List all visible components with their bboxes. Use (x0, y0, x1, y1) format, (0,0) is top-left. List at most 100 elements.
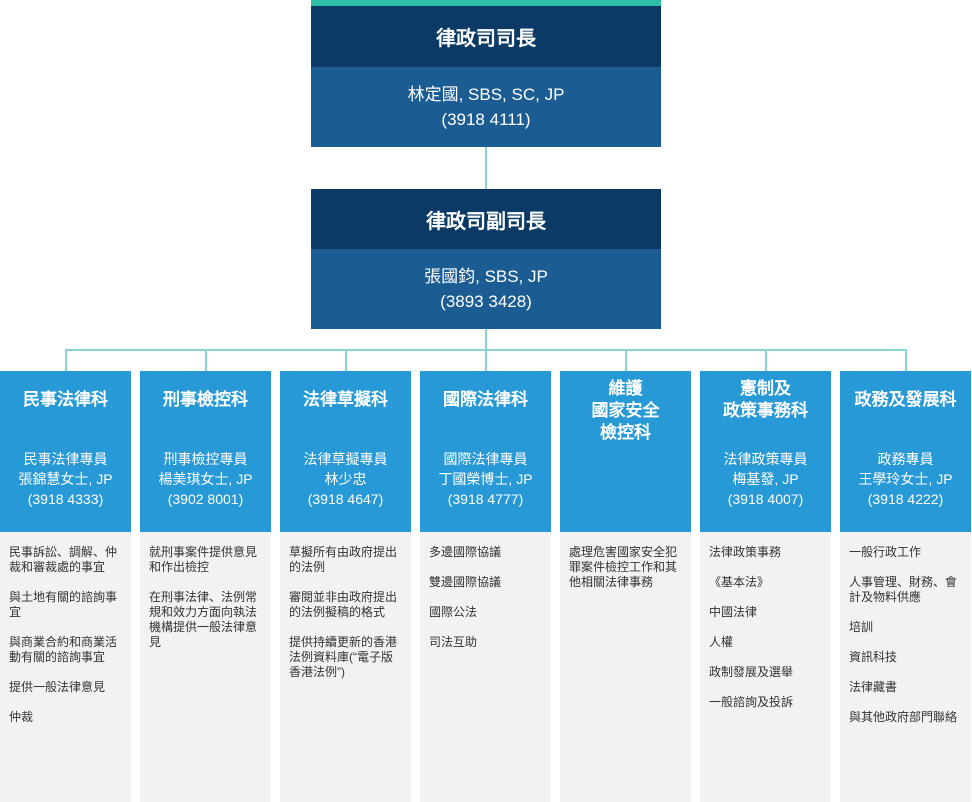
secretary-title: 律政司司長 (311, 6, 661, 67)
division-prosecutions: 刑事檢控科 刑事檢控專員 楊美琪女士, JP (3902 8001) 就刑事案件… (140, 371, 271, 802)
duty-item: 與其他政府部門聯絡 (849, 710, 958, 724)
duty-item: 民事訴訟、調解、仲裁和審裁處的事宜 (9, 545, 118, 574)
deputy-secretary-name: 張國鈞, SBS, JP (424, 267, 548, 286)
connector-line (345, 350, 347, 371)
duty-item: 提供持續更新的香港法例資料庫(“電子版香港法例”) (289, 635, 398, 679)
division-header: 法律草擬科 法律草擬專員 林少忠 (3918 4647) (280, 371, 411, 532)
division-title: 憲制及 政策事務科 (700, 378, 831, 422)
duty-item: 國際公法 (429, 605, 478, 619)
duty-item: 就刑事案件提供意見和作出檢控 (149, 545, 258, 574)
division-title-line: 政策事務科 (723, 401, 808, 420)
division-duties: 民事訴訟、調解、仲裁和審裁處的事宜 與土地有關的諮詢事宜 與商業合約和商業活動有… (0, 532, 131, 802)
duty-item: 法律政策事務 (709, 545, 782, 559)
duty-item: 一般諮詢及投訴 (709, 695, 794, 709)
division-header: 刑事檢控科 刑事檢控專員 楊美琪女士, JP (3902 8001) (140, 371, 271, 532)
division-header: 維護 國家安全 檢控科 (560, 371, 691, 532)
duty-item: 與土地有關的諮詢事宜 (9, 590, 118, 619)
division-header: 政務及發展科 政務專員 王學玲女士, JP (3918 4222) (840, 371, 971, 532)
division-duties: 一般行政工作 人事管理、財務、會計及物料供應 培訓 資訊科技 法律藏書 與其他政… (840, 532, 971, 802)
officer-name: 張錦慧女士, JP (18, 471, 113, 487)
duty-item: 政制發展及選舉 (709, 665, 794, 679)
deputy-secretary-title: 律政司副司長 (311, 189, 661, 249)
division-title: 政務及發展科 (840, 378, 971, 422)
division-officer: 刑事檢控專員 楊美琪女士, JP (3902 8001) (140, 449, 271, 509)
officer-name: 林少忠 (324, 471, 367, 487)
division-civil-law: 民事法律科 民事法律專員 張錦慧女士, JP (3918 4333) 民事訴訟、… (0, 371, 131, 802)
connector-line (485, 147, 487, 189)
division-duties: 草擬所有由政府提出的法例 審閱並非由政府提出的法例擬稿的格式 提供持續更新的香港… (280, 532, 411, 802)
officer-post: 法律草擬專員 (303, 451, 388, 467)
duty-item: 審閱並非由政府提出的法例擬稿的格式 (289, 590, 398, 619)
division-title-line: 國際法律科 (443, 390, 528, 409)
connector-line (905, 350, 907, 371)
duty-item: 與商業合約和商業活動有關的諮詢事宜 (9, 635, 118, 664)
division-title: 國際法律科 (420, 378, 551, 422)
officer-phone: (3918 4222) (867, 491, 944, 507)
officer-name: 丁國榮博士, JP (438, 471, 533, 487)
division-title-line: 法律草擬科 (303, 390, 388, 409)
officer-name: 梅基發, JP (732, 471, 799, 487)
officer-post: 刑事檢控專員 (163, 451, 248, 467)
duty-item: 培訓 (849, 620, 874, 634)
division-header: 民事法律科 民事法律專員 張錦慧女士, JP (3918 4333) (0, 371, 131, 532)
connector-line (485, 350, 487, 371)
duty-item: 一般行政工作 (849, 545, 922, 559)
division-title-line: 國家安全 (591, 401, 660, 420)
division-duties: 法律政策事務 《基本法》 中國法律 人權 政制發展及選舉 一般諮詢及投訴 (700, 532, 831, 802)
duty-item: 提供一般法律意見 (9, 680, 106, 694)
deputy-secretary-details: 張國鈞, SBS, JP (3893 3428) (311, 249, 661, 329)
division-officer: 法律草擬專員 林少忠 (3918 4647) (280, 449, 411, 509)
top-accent-bar (311, 0, 661, 6)
deputy-secretary-phone: (3893 3428) (440, 292, 532, 311)
secretary-details: 林定國, SBS, SC, JP (3918 4111) (311, 67, 661, 147)
officer-name: 王學玲女士, JP (858, 471, 953, 487)
connector-line (485, 329, 487, 350)
duty-item: 多邊國際協議 (429, 545, 502, 559)
division-international-law: 國際法律科 國際法律專員 丁國榮博士, JP (3918 4777) 多邊國際協… (420, 371, 551, 802)
division-title: 法律草擬科 (280, 378, 411, 422)
duty-item: 在刑事法律、法例常規和效力方面向執法機構提供一般法律意見 (149, 590, 258, 649)
division-duties: 處理危害國家安全犯罪案件檢控工作和其他相關法律事務 (560, 532, 691, 802)
connector-line (65, 350, 67, 371)
secretary-box: 律政司司長 林定國, SBS, SC, JP (3918 4111) (311, 6, 661, 147)
division-law-drafting: 法律草擬科 法律草擬專員 林少忠 (3918 4647) 草擬所有由政府提出的法… (280, 371, 411, 802)
duty-item: 人權 (709, 635, 734, 649)
division-title-line: 政務及發展科 (854, 390, 957, 409)
division-national-security-prosecutions: 維護 國家安全 檢控科 處理危害國家安全犯罪案件檢控工作和其他相關法律事務 (560, 371, 691, 802)
division-officer: 政務專員 王學玲女士, JP (3918 4222) (840, 449, 971, 509)
duty-item: 《基本法》 (709, 575, 770, 589)
secretary-name: 林定國, SBS, SC, JP (407, 85, 565, 104)
officer-name: 楊美琪女士, JP (158, 471, 253, 487)
officer-phone: (3918 4647) (307, 491, 384, 507)
officer-phone: (3918 4007) (727, 491, 804, 507)
connector-line (205, 350, 207, 371)
division-title: 民事法律科 (0, 378, 131, 422)
division-officer: 民事法律專員 張錦慧女士, JP (3918 4333) (0, 449, 131, 509)
officer-post: 政務專員 (877, 451, 934, 467)
division-title-line: 民事法律科 (23, 390, 108, 409)
duty-item: 雙邊國際協議 (429, 575, 502, 589)
division-officer: 法律政策專員 梅基發, JP (3918 4007) (700, 449, 831, 509)
officer-post: 法律政策專員 (723, 451, 808, 467)
officer-phone: (3902 8001) (167, 491, 244, 507)
division-title-line: 檢控科 (600, 423, 651, 442)
deputy-secretary-box: 律政司副司長 張國鈞, SBS, JP (3893 3428) (311, 189, 661, 329)
duty-item: 人事管理、財務、會計及物料供應 (849, 575, 958, 604)
duty-item: 仲裁 (9, 710, 34, 724)
duty-item: 法律藏書 (849, 680, 898, 694)
connector-line (765, 350, 767, 371)
division-title: 維護 國家安全 檢控科 (560, 378, 691, 444)
connector-line (625, 350, 627, 371)
division-title-line: 維護 (608, 379, 643, 398)
duty-item: 處理危害國家安全犯罪案件檢控工作和其他相關法律事務 (569, 545, 678, 589)
division-duties: 就刑事案件提供意見和作出檢控 在刑事法律、法例常規和效力方面向執法機構提供一般法… (140, 532, 271, 802)
duty-item: 中國法律 (709, 605, 758, 619)
division-title-line: 刑事檢控科 (163, 390, 248, 409)
duty-item: 草擬所有由政府提出的法例 (289, 545, 398, 574)
officer-post: 國際法律專員 (443, 451, 528, 467)
division-duties: 多邊國際協議 雙邊國際協議 國際公法 司法互助 (420, 532, 551, 802)
officer-post: 民事法律專員 (23, 451, 108, 467)
officer-phone: (3918 4777) (447, 491, 524, 507)
division-title: 刑事檢控科 (140, 378, 271, 422)
division-constitutional-policy: 憲制及 政策事務科 法律政策專員 梅基發, JP (3918 4007) 法律政… (700, 371, 831, 802)
